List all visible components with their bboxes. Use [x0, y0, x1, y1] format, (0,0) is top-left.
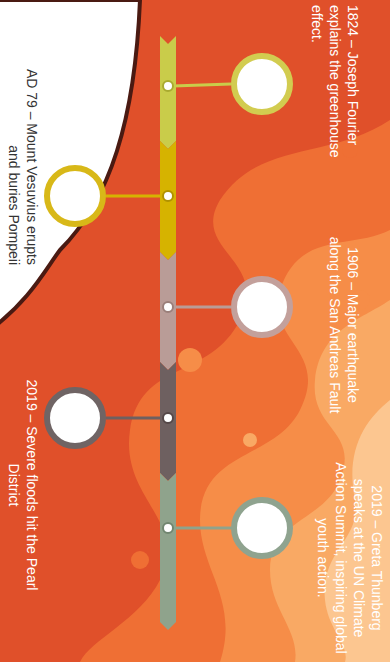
event-text: AD 79 – Mount Vesuvius erupts and buries… — [5, 50, 41, 265]
timeline-bar — [160, 36, 176, 630]
timeline-dots — [163, 81, 173, 533]
event-text: 2019 – Greta Thunberg speaks at the UN C… — [314, 462, 386, 654]
event-circle: 2019 – Severe floods hit the Pearl Distr… — [44, 387, 106, 449]
event-text: 1824 – Joseph Fourier explains the green… — [308, 5, 362, 185]
timeline-stems — [106, 84, 231, 528]
event-circle: 2019 – Greta Thunberg speaks at the UN C… — [231, 497, 293, 559]
event-circle: 1824 – Joseph Fourier explains the green… — [231, 53, 293, 115]
event-circle: AD 79 – Mount Vesuvius erupts and buries… — [44, 165, 106, 227]
event-text: 1906 – Major earthquake along the San An… — [326, 230, 362, 420]
event-circle: 1906 – Major earthquake along the San An… — [231, 276, 293, 338]
event-text: 2019 – Severe floods hit the Pearl Distr… — [5, 365, 41, 605]
